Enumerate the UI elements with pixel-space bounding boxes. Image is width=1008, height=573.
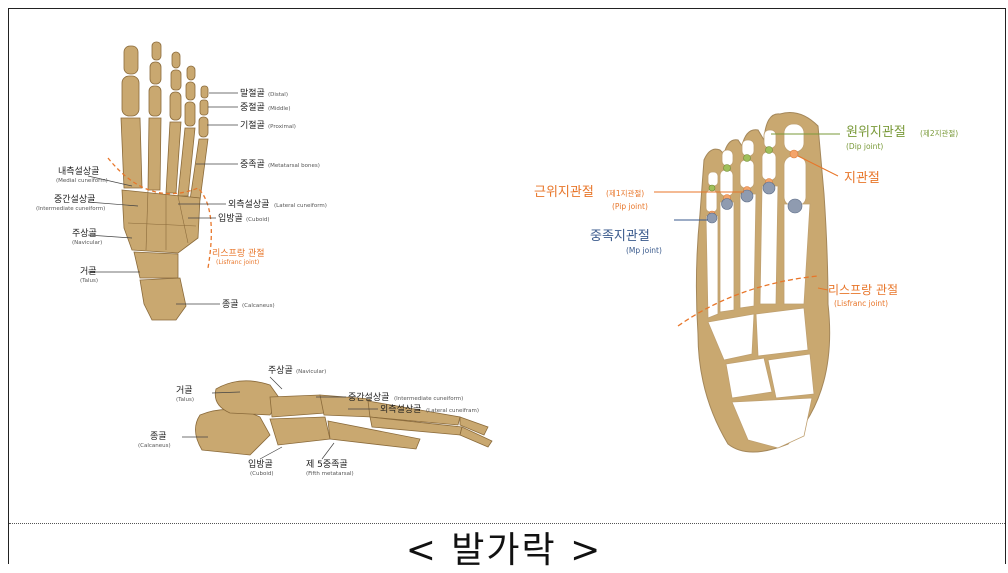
- svg-text:리스프랑 관절: 리스프랑 관절: [828, 283, 898, 297]
- label-middle: 중절골 (Middle): [240, 101, 290, 113]
- svg-text:중절골: 중절골: [240, 101, 265, 113]
- svg-text:원위지관절: 원위지관절: [846, 125, 906, 140]
- svg-text:근위지관절: 근위지관절: [534, 185, 594, 200]
- svg-text:거골: 거골: [176, 385, 193, 396]
- svg-text:주상골: 주상골: [72, 228, 97, 239]
- label-talus: 거골 (Talus): [80, 266, 98, 284]
- foot-top-bones: [121, 42, 208, 320]
- svg-text:(Navicular): (Navicular): [72, 240, 102, 246]
- svg-text:중족골: 중족골: [240, 159, 265, 170]
- svg-text:기절골: 기절골: [240, 119, 265, 131]
- svg-text:(Medial cuneiform): (Medial cuneiform): [56, 178, 108, 184]
- svg-text:(Lateral cuneifram): (Lateral cuneifram): [426, 408, 479, 414]
- svg-text:(Metatarsal bones): (Metatarsal bones): [268, 163, 320, 169]
- svg-text:중간설상골: 중간설상골: [348, 392, 389, 403]
- svg-text:(Lisfranc joint): (Lisfranc joint): [216, 259, 259, 266]
- svg-text:말절골: 말절골: [240, 87, 265, 99]
- foot-joints-diagram: 원위지관절 (제2지관절) (Dip joint) 지관절 근위지관절 (제1지…: [528, 64, 998, 464]
- svg-text:(Cuboid): (Cuboid): [250, 471, 274, 477]
- label-metatarsal: 중족골 (Metatarsal bones): [240, 159, 320, 170]
- side-label-lateral-cuneiform: 외측설상골 (Lateral cuneifram): [380, 403, 479, 415]
- svg-text:외측설상골: 외측설상골: [380, 403, 421, 415]
- side-label-navicular: 주상골 (Navicular): [268, 365, 326, 376]
- label-dip-joint: 원위지관절 (제2지관절) (Dip joint): [846, 125, 958, 151]
- side-label-calcaneus: 종골 (Calcaneus): [138, 431, 171, 449]
- side-label-cuboid: 입방골 (Cuboid): [248, 458, 274, 477]
- label-navicular: 주상골 (Navicular): [72, 228, 102, 246]
- svg-text:내측설상골: 내측설상골: [58, 166, 99, 177]
- foot-top-view-diagram: 말절골 (Distal) 중절골 (Middle) 기절골 (Proximal)…: [28, 38, 358, 323]
- svg-text:(제2지관절): (제2지관절): [920, 128, 958, 138]
- svg-text:리스프랑 관절: 리스프랑 관절: [212, 247, 265, 259]
- foot-side-view-diagram: 주상골 (Navicular) 거골 (Talus) 중간설상골 (Interm…: [120, 355, 520, 495]
- svg-text:입방골: 입방골: [218, 212, 243, 224]
- label-cuboid: 입방골 (Cuboid): [218, 212, 270, 224]
- svg-text:(Calcaneus): (Calcaneus): [242, 303, 275, 309]
- svg-text:(Dip joint): (Dip joint): [846, 142, 883, 151]
- side-label-intermediate-cuneiform: 중간설상골 (Intermediate cuneiform): [348, 392, 463, 403]
- svg-text:종골: 종골: [222, 299, 239, 310]
- label-proximal: 기절골 (Proximal): [240, 119, 296, 131]
- label-lisfranc-joint: 리스프랑 관절 (Lisfranc joint): [828, 283, 898, 308]
- svg-text:(Talus): (Talus): [176, 397, 194, 403]
- svg-text:거골: 거골: [80, 266, 97, 277]
- label-distal: 말절골 (Distal): [240, 87, 288, 99]
- label-lateral-cuneiform: 외측설상골 (Lateral cuneiform): [228, 198, 327, 210]
- svg-text:(제1지관절): (제1지관절): [606, 188, 644, 198]
- svg-text:(Intermediate cuneiform): (Intermediate cuneiform): [36, 206, 105, 212]
- svg-text:주상골: 주상골: [268, 365, 293, 376]
- label-intermediate-cuneiform: 중간설상골 (Intermediate cuneiform): [36, 194, 105, 212]
- svg-text:제 5중족골: 제 5중족골: [306, 459, 348, 470]
- figure-caption: < 발가락 >: [0, 521, 1008, 573]
- svg-text:(Distal): (Distal): [268, 92, 288, 98]
- svg-text:(Calcaneus): (Calcaneus): [138, 443, 171, 449]
- svg-text:(Pip joint): (Pip joint): [612, 202, 648, 211]
- svg-text:(Intermediate cuneiform): (Intermediate cuneiform): [394, 396, 463, 402]
- svg-text:(Talus): (Talus): [80, 278, 98, 284]
- svg-text:(Navicular): (Navicular): [296, 369, 326, 375]
- svg-text:(Lateral cuneiform): (Lateral cuneiform): [274, 203, 327, 209]
- label-mp-joint: 중족지관절 (Mp joint): [590, 229, 662, 255]
- svg-text:(Proximal): (Proximal): [268, 124, 296, 130]
- side-label-fifth-metatarsal: 제 5중족골 (Fifth metatarsal): [306, 459, 354, 477]
- svg-text:(Lisfranc joint): (Lisfranc joint): [834, 299, 888, 308]
- svg-text:지관절: 지관절: [844, 171, 880, 186]
- label-calcaneus: 종골 (Calcaneus): [222, 299, 275, 310]
- svg-text:(Middle): (Middle): [268, 106, 290, 112]
- svg-text:(Fifth metatarsal): (Fifth metatarsal): [306, 471, 354, 477]
- label-pip-joint: 근위지관절 (제1지관절) (Pip joint): [534, 185, 648, 211]
- label-toe-joint: 지관절: [844, 171, 880, 186]
- svg-text:(Cuboid): (Cuboid): [246, 217, 270, 223]
- svg-text:종골: 종골: [150, 431, 167, 442]
- side-label-talus: 거골 (Talus): [176, 385, 194, 403]
- label-medial-cuneiform: 내측설상골 (Medial cuneiform): [56, 166, 108, 184]
- svg-text:(Mp joint): (Mp joint): [626, 246, 662, 255]
- svg-text:외측설상골: 외측설상골: [228, 198, 269, 210]
- label-lisfranc: 리스프랑 관절 (Lisfranc joint): [212, 247, 265, 266]
- svg-text:중족지관절: 중족지관절: [590, 229, 650, 244]
- svg-text:중간설상골: 중간설상골: [54, 194, 95, 205]
- svg-text:입방골: 입방골: [248, 458, 273, 470]
